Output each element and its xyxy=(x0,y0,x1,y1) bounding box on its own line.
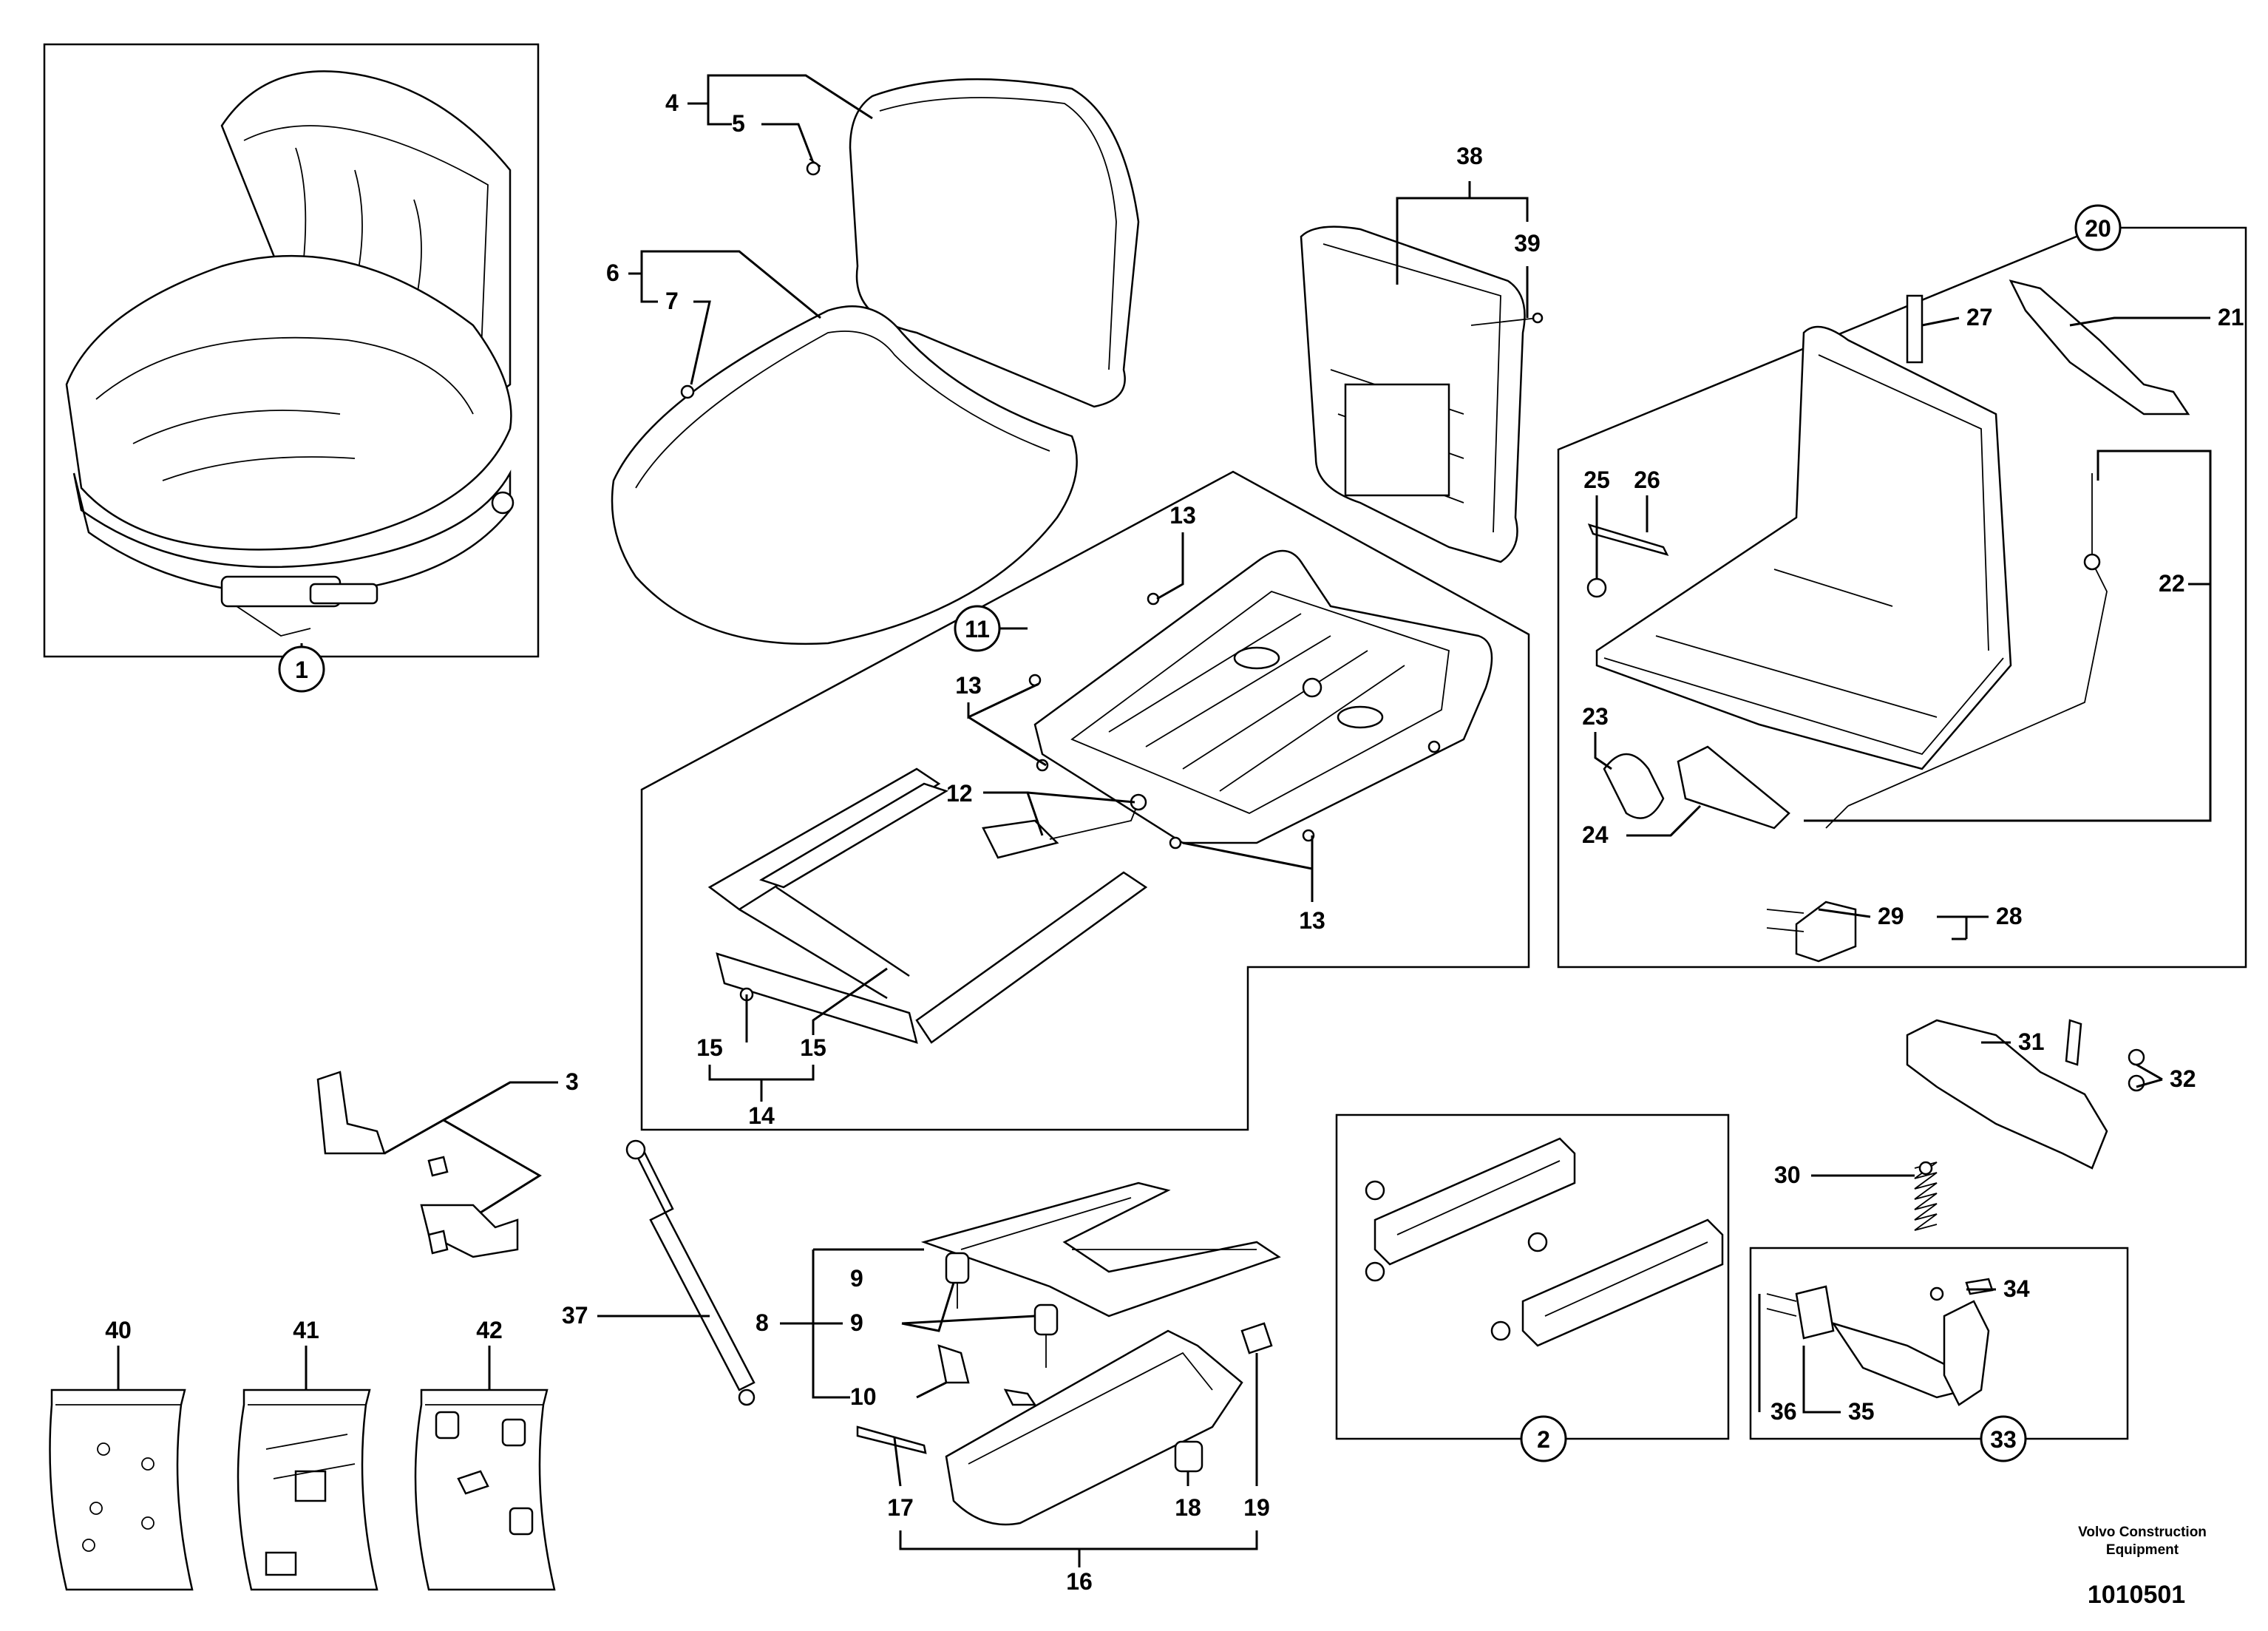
cable-22-drawing xyxy=(1825,473,2108,829)
lever-31-drawing xyxy=(1906,1019,2145,1170)
document-number: 1010501 xyxy=(2088,1581,2185,1609)
svg-text:11: 11 xyxy=(965,616,990,642)
label-31: 31 xyxy=(2018,1028,2045,1055)
block-28-drawing xyxy=(1766,901,1857,963)
callout-1: 1 xyxy=(278,645,325,693)
label-40: 40 xyxy=(105,1317,132,1343)
label-9-top: 9 xyxy=(850,1265,863,1292)
label-3: 3 xyxy=(566,1068,579,1095)
svg-text:33: 33 xyxy=(1990,1426,2017,1453)
frame-seat-base xyxy=(1557,226,2247,969)
label-41: 41 xyxy=(293,1317,319,1343)
suspension-frame-drawing xyxy=(920,1181,1281,1318)
bracket-21-drawing xyxy=(2009,279,2190,416)
label-9-bottom: 9 xyxy=(850,1309,863,1336)
label-21: 21 xyxy=(2218,304,2244,330)
seat-cushion-drawing xyxy=(611,305,1078,645)
backrest-frame-drawing xyxy=(1300,226,1544,563)
label-27: 27 xyxy=(1966,304,1993,330)
label-12: 12 xyxy=(946,780,973,807)
frame-lever-kit xyxy=(1749,1247,2129,1440)
label-23: 23 xyxy=(1582,703,1609,730)
dampers-9-drawing xyxy=(945,1252,1059,1368)
label-17: 17 xyxy=(887,1494,914,1521)
label-28: 28 xyxy=(1996,903,2023,929)
frame-seat-frame xyxy=(640,470,1530,1131)
cover-16-drawing xyxy=(945,1329,1243,1526)
label-29: 29 xyxy=(1878,903,1904,929)
label-26: 26 xyxy=(1634,467,1660,493)
label-42: 42 xyxy=(476,1317,503,1343)
label-25: 25 xyxy=(1583,467,1610,493)
callout-20: 20 xyxy=(2074,204,2122,251)
label-13-left: 13 xyxy=(955,672,982,699)
gas-spring-drawing xyxy=(625,1139,756,1406)
slide-rails-drawing xyxy=(1365,1137,1724,1347)
clip-19-drawing xyxy=(1240,1322,1273,1354)
bracket-3-drawing xyxy=(316,1071,519,1258)
seat-complete-drawing xyxy=(65,70,515,637)
svg-text:1: 1 xyxy=(295,657,308,683)
label-13-top: 13 xyxy=(1169,502,1196,529)
cover-23-drawing xyxy=(1603,745,1790,830)
handle-26-drawing xyxy=(1586,523,1669,598)
company-name-line1: Volvo Construction xyxy=(2078,1525,2207,1540)
callout-2: 2 xyxy=(1520,1415,1567,1462)
label-39: 39 xyxy=(1514,230,1541,257)
clip-10-drawing xyxy=(937,1344,1037,1406)
scissor-frame-drawing xyxy=(707,767,1148,1044)
seat-base-drawing xyxy=(1595,325,2012,770)
svg-text:2: 2 xyxy=(1537,1426,1550,1453)
label-6: 6 xyxy=(606,260,619,286)
label-7: 7 xyxy=(665,288,679,314)
callout-33: 33 xyxy=(1980,1415,2027,1462)
label-18: 18 xyxy=(1175,1494,1201,1521)
label-8: 8 xyxy=(756,1309,769,1336)
backrest-cushion-drawing xyxy=(806,78,1140,408)
label-19: 19 xyxy=(1243,1494,1270,1521)
callout-11: 11 xyxy=(954,605,1001,652)
svg-text:20: 20 xyxy=(2085,215,2111,242)
label-5: 5 xyxy=(732,110,745,137)
label-4: 4 xyxy=(665,89,679,116)
company-name-line2: Equipment xyxy=(2106,1542,2179,1558)
strip-17-drawing xyxy=(856,1425,927,1454)
bag-42-drawing xyxy=(414,1388,556,1591)
label-15-right: 15 xyxy=(800,1034,826,1061)
part-labels: 4 5 6 7 38 39 13 13 13 12 15 15 14 3 21 … xyxy=(105,89,2244,1595)
label-16: 16 xyxy=(1066,1568,1093,1595)
label-30: 30 xyxy=(1774,1162,1801,1188)
label-10: 10 xyxy=(850,1383,877,1410)
label-38: 38 xyxy=(1456,143,1483,169)
lever-kit-33-drawing xyxy=(1766,1278,1994,1406)
label-15-left: 15 xyxy=(696,1034,723,1061)
seat-pan-drawing xyxy=(1033,549,1493,844)
label-14: 14 xyxy=(748,1102,775,1129)
footer: Volvo Construction Equipment 1010501 xyxy=(2078,1525,2207,1609)
label-34: 34 xyxy=(2003,1275,2030,1302)
leader-lines xyxy=(117,74,2212,1567)
label-13-bottom: 13 xyxy=(1299,907,1325,934)
label-37: 37 xyxy=(562,1302,588,1329)
label-35: 35 xyxy=(1848,1398,1875,1425)
label-24: 24 xyxy=(1582,821,1609,848)
label-36: 36 xyxy=(1770,1398,1797,1425)
spring-30-drawing xyxy=(1914,1161,1944,1301)
bumper-18-drawing xyxy=(1174,1440,1203,1473)
bracket-27-drawing xyxy=(1906,294,1924,364)
bag-41-drawing xyxy=(237,1388,378,1591)
label-22: 22 xyxy=(2159,570,2185,597)
bag-40-drawing xyxy=(49,1388,194,1591)
label-32: 32 xyxy=(2170,1065,2196,1092)
